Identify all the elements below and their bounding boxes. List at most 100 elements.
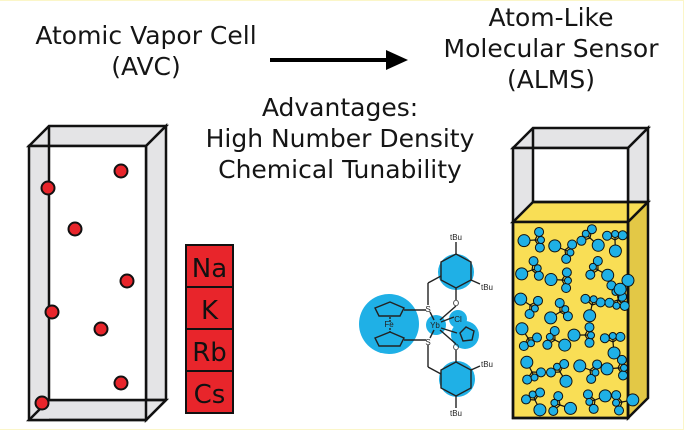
- molecule: [542, 326, 572, 352]
- molecule-atom: [561, 253, 572, 264]
- molecule-atom: [532, 295, 543, 306]
- tbu-label: tBu: [481, 283, 493, 292]
- molecule-atom: [563, 401, 577, 415]
- molecule-atom: [591, 368, 600, 377]
- molecule-atom: [544, 273, 558, 287]
- molecule-atom: [626, 393, 640, 407]
- molecule-atom: [582, 389, 593, 400]
- sulfur-label: S: [425, 338, 430, 347]
- element-symbol: Rb: [192, 338, 227, 368]
- molecule: [600, 354, 629, 381]
- molecule-atom: [567, 239, 578, 250]
- oxygen-label: O: [453, 343, 459, 352]
- fe-label: Fe: [384, 320, 394, 329]
- molecule: [520, 355, 546, 385]
- avc-title-line2: (AVC): [111, 52, 181, 81]
- molecule-atom: [563, 276, 572, 285]
- molecule-atom: [607, 346, 621, 360]
- molecule-atom: [608, 332, 617, 341]
- molecule-atom: [526, 339, 535, 348]
- molecule-atom: [567, 328, 581, 342]
- yb-label: Yb: [430, 321, 440, 330]
- molecule-atom: [618, 370, 629, 381]
- molecule-atom: [545, 332, 554, 341]
- molecule-atom: [546, 367, 557, 378]
- molecule-atom: [612, 301, 621, 310]
- advantage-item: Chemical Tunability: [218, 155, 462, 184]
- molecule-atom: [531, 332, 542, 343]
- molecule: [576, 224, 605, 252]
- aryl-top-highlight: [438, 254, 474, 290]
- molecule: [602, 230, 628, 258]
- molecule-atom: [611, 230, 620, 239]
- molecule-atom: [520, 355, 534, 369]
- molecule: [544, 298, 573, 325]
- molecule: [515, 322, 542, 351]
- atom: [113, 375, 129, 391]
- molecule-atom: [619, 363, 628, 372]
- element-symbol: K: [201, 296, 219, 326]
- molecule: [517, 226, 545, 253]
- molecule-atom: [553, 362, 562, 371]
- molecule: [582, 389, 612, 414]
- molecule: [548, 391, 577, 416]
- molecule-atom: [598, 389, 612, 403]
- molecule-atom: [554, 298, 565, 309]
- molecule-atom: [617, 230, 628, 241]
- thf-highlight: [451, 321, 479, 349]
- molecule: [515, 256, 544, 281]
- molecule-atom: [544, 311, 558, 325]
- molecule: [599, 331, 626, 360]
- molecule-atom: [521, 394, 532, 405]
- molecule-atom: [588, 403, 599, 414]
- molecule-atom: [580, 293, 591, 304]
- molecule-atom: [616, 354, 627, 365]
- molecule-atom: [584, 337, 595, 348]
- tbu-label: tBu: [450, 409, 462, 418]
- advantage-item: High Number Density: [205, 124, 475, 153]
- tbu-label: tBu: [450, 233, 462, 242]
- element-symbol: Cs: [194, 380, 226, 410]
- molecule-atom: [586, 373, 597, 384]
- molecule-atom: [548, 405, 559, 416]
- molecule-atom: [615, 331, 626, 342]
- molecule-atom: [562, 311, 573, 322]
- molecule-atom: [537, 235, 545, 244]
- molecule-atom: [585, 397, 594, 406]
- advantages-heading: Advantages:: [261, 93, 419, 122]
- alms-title-line2: Molecular Sensor: [443, 34, 659, 63]
- alms-title-line1: Atom-Like: [488, 3, 614, 32]
- molecule-atom: [589, 295, 598, 304]
- molecule-atom: [559, 359, 570, 370]
- molecule-atom: [608, 244, 622, 258]
- molecule: [514, 292, 543, 319]
- molecule-atom: [561, 305, 570, 314]
- sulfur-label: S: [425, 305, 430, 314]
- molecule-atom: [550, 398, 559, 407]
- molecule-atom: [515, 267, 529, 281]
- molecular-sensor-cuvette: [509, 124, 652, 422]
- atom: [34, 395, 50, 411]
- molecule: [573, 359, 603, 384]
- molecule-atom: [591, 238, 605, 252]
- alkali-element-stack: Na K Rb Cs: [185, 244, 234, 414]
- chloride-label: Cl: [454, 315, 462, 324]
- aryl-bottom-highlight: [439, 361, 475, 397]
- molecule-atom: [553, 391, 564, 402]
- alms-title: Atom-Like Molecular Sensor (ALMS): [420, 2, 682, 95]
- avc-title-line1: Atomic Vapor Cell: [35, 21, 257, 50]
- molecule-atom: [585, 269, 596, 280]
- molecule-atom: [581, 229, 590, 238]
- molecule: [611, 390, 640, 416]
- molecule: [521, 387, 547, 417]
- atom: [40, 180, 56, 196]
- atom: [113, 163, 129, 179]
- molecule-atom: [566, 248, 575, 257]
- element-box-rb: Rb: [185, 328, 234, 372]
- molecule-atom: [583, 309, 597, 323]
- molecule-atom: [549, 326, 560, 337]
- element-box-cs: Cs: [185, 370, 234, 414]
- molecule-atom: [559, 374, 573, 388]
- molecule: [567, 322, 595, 348]
- atom: [93, 321, 109, 337]
